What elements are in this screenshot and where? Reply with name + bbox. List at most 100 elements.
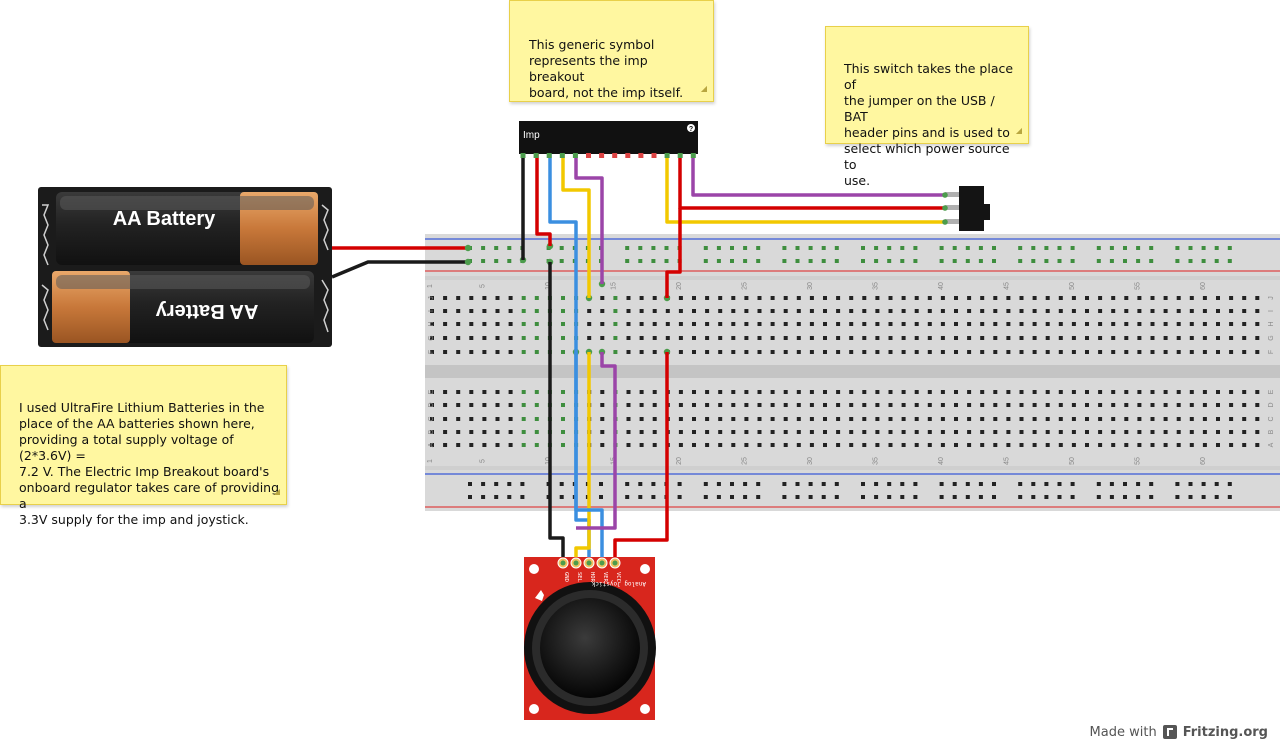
rail-hole [520, 495, 525, 499]
breadboard-hole [521, 336, 526, 340]
breadboard-hole [1242, 336, 1247, 340]
rail-hole [1149, 246, 1154, 250]
joystick-pin-connection [560, 560, 566, 566]
rail-hole [1175, 246, 1180, 250]
rail-hole [716, 246, 721, 250]
breadboard-hole [796, 296, 801, 300]
rail-hole [1136, 495, 1141, 499]
breadboard-hole [1242, 443, 1247, 447]
mounting-hole [640, 704, 650, 714]
breadboard-hole [678, 403, 683, 407]
breadboard-hole [1058, 417, 1063, 421]
breadboard-hole [954, 309, 958, 313]
breadboard-hole [1098, 417, 1103, 421]
rail-hole [1123, 259, 1127, 263]
credit-made-with: Made with [1089, 724, 1157, 740]
breadboard-hole [678, 322, 683, 326]
breadboard-hole [888, 296, 893, 300]
column-number: 5 [479, 459, 486, 463]
breadboard-hole [901, 390, 906, 394]
breadboard-hole [639, 417, 644, 421]
rail-hole [1109, 246, 1114, 250]
breadboard-hole [626, 403, 631, 407]
breadboard-hole [1085, 336, 1089, 340]
breadboard-hole [1006, 403, 1011, 407]
rail-hole [507, 259, 512, 263]
breadboard-hole [862, 390, 867, 394]
breadboard-hole [731, 336, 736, 340]
breadboard-hole [1137, 350, 1142, 354]
breadboard-hole [430, 322, 434, 326]
breadboard-hole [1202, 417, 1207, 421]
breadboard-hole [639, 322, 644, 326]
breadboard-hole [482, 417, 487, 421]
rail-hole [1201, 259, 1206, 263]
rail-hole [808, 482, 813, 486]
breadboard-hole [600, 390, 605, 394]
breadboard-hole [901, 309, 906, 313]
breadboard-hole [809, 350, 814, 354]
breadboard-hole [862, 417, 867, 421]
rail-hole [965, 482, 970, 486]
rail-hole [1201, 246, 1206, 250]
breadboard-hole [1137, 430, 1142, 434]
breadboard-hole [639, 430, 644, 434]
imp-help-glyph: ? [689, 126, 693, 133]
breadboard-hole [456, 336, 461, 340]
row-letter: E [428, 389, 435, 394]
rail-hole [1136, 259, 1141, 263]
breadboard-hole [914, 350, 919, 354]
breadboard-hole [1045, 443, 1050, 447]
breadboard-hole [993, 417, 998, 421]
breadboard-hole [1098, 403, 1103, 407]
breadboard-hole [456, 350, 461, 354]
breadboard-hole [757, 350, 762, 354]
breadboard-hole [443, 390, 448, 394]
breadboard-hole [862, 350, 867, 354]
breadboard-hole [1242, 322, 1247, 326]
rail-hole [1109, 495, 1114, 499]
rail-hole [834, 246, 839, 250]
breadboard-hole [508, 350, 513, 354]
breadboard-hole [914, 336, 919, 340]
breadboard-hole [692, 336, 696, 340]
breadboard-hole [967, 443, 972, 447]
breadboard-hole [770, 417, 775, 421]
breadboard-hole [993, 403, 998, 407]
rail-hole [834, 259, 839, 263]
breadboard-hole [875, 322, 880, 326]
rail-hole [1123, 246, 1127, 250]
breadboard-hole [1202, 443, 1207, 447]
breadboard-hole [927, 336, 932, 340]
breadboard-hole [1045, 390, 1050, 394]
breadboard-hole [927, 417, 932, 421]
breadboard-hole [888, 350, 893, 354]
rail-hole [913, 482, 918, 486]
breadboard-hole [705, 390, 710, 394]
breadboard-hole [1058, 430, 1063, 434]
breadboard-hole [1019, 430, 1024, 434]
breadboard-hole [927, 390, 932, 394]
breadboard-hole [1216, 322, 1220, 326]
breadboard-hole [1098, 430, 1103, 434]
rail-hole [874, 259, 879, 263]
row-letter: H [1268, 321, 1275, 326]
breadboard-hole [561, 336, 565, 340]
breadboard-hole [1058, 350, 1063, 354]
breadboard-hole [1216, 296, 1220, 300]
breadboard-hole [718, 322, 723, 326]
breadboard-hole [508, 336, 513, 340]
breadboard-hole [901, 417, 906, 421]
rail-hole [900, 495, 905, 499]
imp-pin [651, 153, 657, 158]
breadboard-hole [1006, 296, 1011, 300]
breadboard-hole [1071, 309, 1076, 313]
breadboard-hole [770, 350, 775, 354]
battery-spring-left-bottom [41, 284, 49, 331]
breadboard-hole [1085, 430, 1089, 434]
rail-hole [782, 259, 787, 263]
wire-yellow-imp [561, 153, 591, 298]
breadboard-hole [678, 336, 683, 340]
breadboard-hole [1150, 322, 1155, 326]
